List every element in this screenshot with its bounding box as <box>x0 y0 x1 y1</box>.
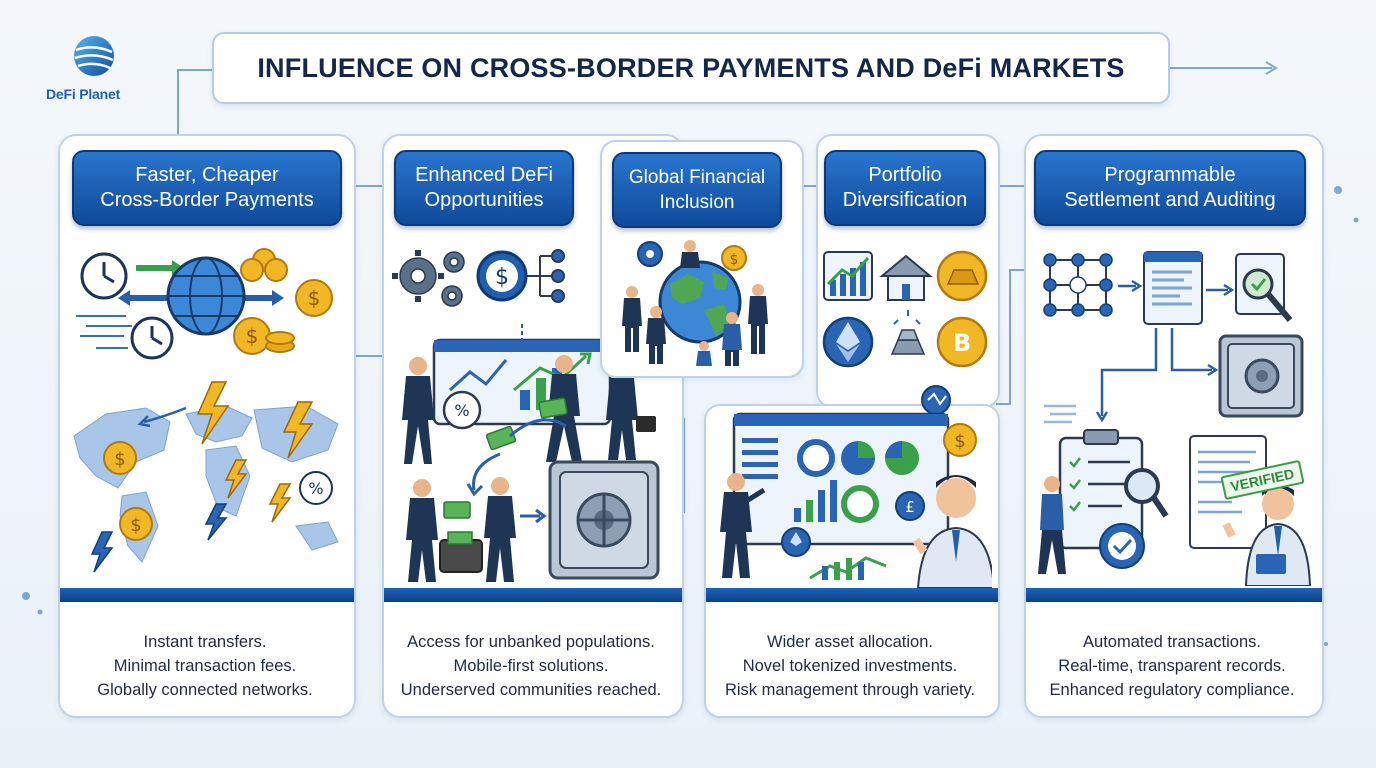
pie-chart-icon <box>797 439 919 523</box>
businessperson-icon <box>912 475 992 588</box>
panel-settlement <box>1024 134 1324 718</box>
network-graph-icon <box>1043 253 1113 317</box>
portfolio-assets-illustration: B <box>822 250 988 368</box>
defi-illustration: $ % <box>392 249 660 582</box>
svg-text:$: $ <box>495 265 509 290</box>
caption-settlement: Automated transactions. Real-time, trans… <box>1049 633 1295 699</box>
gear-icon <box>392 250 465 307</box>
svg-text:%: % <box>454 401 469 420</box>
svg-text:B: B <box>953 329 971 357</box>
checkmark-icon <box>1099 523 1145 569</box>
network-icon <box>526 249 565 303</box>
ethereum-icon <box>822 316 874 368</box>
clock-icon <box>80 252 174 360</box>
vault-icon <box>548 460 660 580</box>
magnifier-icon <box>1235 253 1293 322</box>
panel-divider-bar <box>1026 588 1322 602</box>
document-icon <box>1143 251 1203 325</box>
coin-icon: $ $ <box>103 441 153 541</box>
logo-text: DeFi Planet <box>46 86 121 102</box>
svg-text:$: $ <box>730 252 739 268</box>
network-icon <box>637 241 663 267</box>
panel-divider-bar <box>384 588 682 602</box>
heading-inclusion: Global Financial Inclusion <box>612 152 782 228</box>
payments-illustration: $ $ $ $ % <box>73 248 339 573</box>
logo: DeFi Planet <box>44 34 154 114</box>
globe-icon <box>74 36 114 76</box>
coin-icon: $ <box>721 245 747 271</box>
caption-defi: Access for unbanked populations. Mobile-… <box>400 633 662 699</box>
svg-text:$: $ <box>130 515 141 536</box>
wallet-icon <box>439 531 483 573</box>
bitcoin-icon: B <box>936 316 988 368</box>
house-icon <box>879 254 933 301</box>
page-title: INFLUENCE ON CROSS-BORDER PAYMENTS AND D… <box>257 52 1125 83</box>
heading-payments: Faster, Cheaper Cross-Border Payments <box>72 150 342 226</box>
percent-icon: % <box>442 390 482 430</box>
gold-bar-icon <box>936 250 988 302</box>
businessperson-icon <box>720 473 766 578</box>
settlement-illustration <box>1038 251 1312 586</box>
banknote-icon <box>443 397 568 519</box>
clipboard-icon <box>1058 429 1144 550</box>
coin-icon: $ £ <box>781 423 977 557</box>
caption-payments: Instant transfers. Minimal transaction f… <box>97 633 313 699</box>
title-banner: INFLUENCE ON CROSS-BORDER PAYMENTS AND D… <box>212 32 1170 104</box>
svg-text:$: $ <box>308 286 321 310</box>
heading-portfolio: Portfolio Diversification <box>824 150 986 226</box>
globe-icon <box>166 256 246 336</box>
caption-portfolio: Wider asset allocation. Novel tokenized … <box>724 633 976 699</box>
heading-defi: Enhanced DeFi Opportunities <box>394 150 574 226</box>
magnifier-icon <box>1124 468 1169 518</box>
safe-icon <box>1218 334 1304 418</box>
heading-settlement: Programmable Settlement and Auditing <box>1034 150 1306 226</box>
panel-divider-bar <box>706 588 998 602</box>
svg-text:£: £ <box>905 498 915 516</box>
percent-icon: % <box>299 471 333 505</box>
businessperson-icon <box>1222 485 1312 586</box>
stock-chart-icon <box>794 480 837 522</box>
network-graph-icon <box>921 385 951 415</box>
panel-divider-bar <box>60 588 354 602</box>
portfolio-dashboard-illustration: $ £ <box>720 385 992 588</box>
svg-text:%: % <box>308 479 323 498</box>
svg-text:$: $ <box>246 324 259 348</box>
dollar-coin-icon: $ <box>476 250 528 302</box>
businessperson-icon <box>1038 476 1066 574</box>
svg-text:$: $ <box>114 449 125 470</box>
svg-text:$: $ <box>954 431 965 452</box>
businessperson-icon <box>402 355 656 582</box>
stock-chart-icon <box>823 251 873 301</box>
inclusion-illustration: $ <box>622 240 768 366</box>
coin-icon: $ $ <box>233 248 333 355</box>
earth-icon <box>658 260 742 344</box>
dashboard-icon <box>732 412 950 546</box>
people-icon <box>622 240 768 366</box>
gold-bar-icon <box>890 310 926 355</box>
lightning-icon <box>196 381 314 523</box>
